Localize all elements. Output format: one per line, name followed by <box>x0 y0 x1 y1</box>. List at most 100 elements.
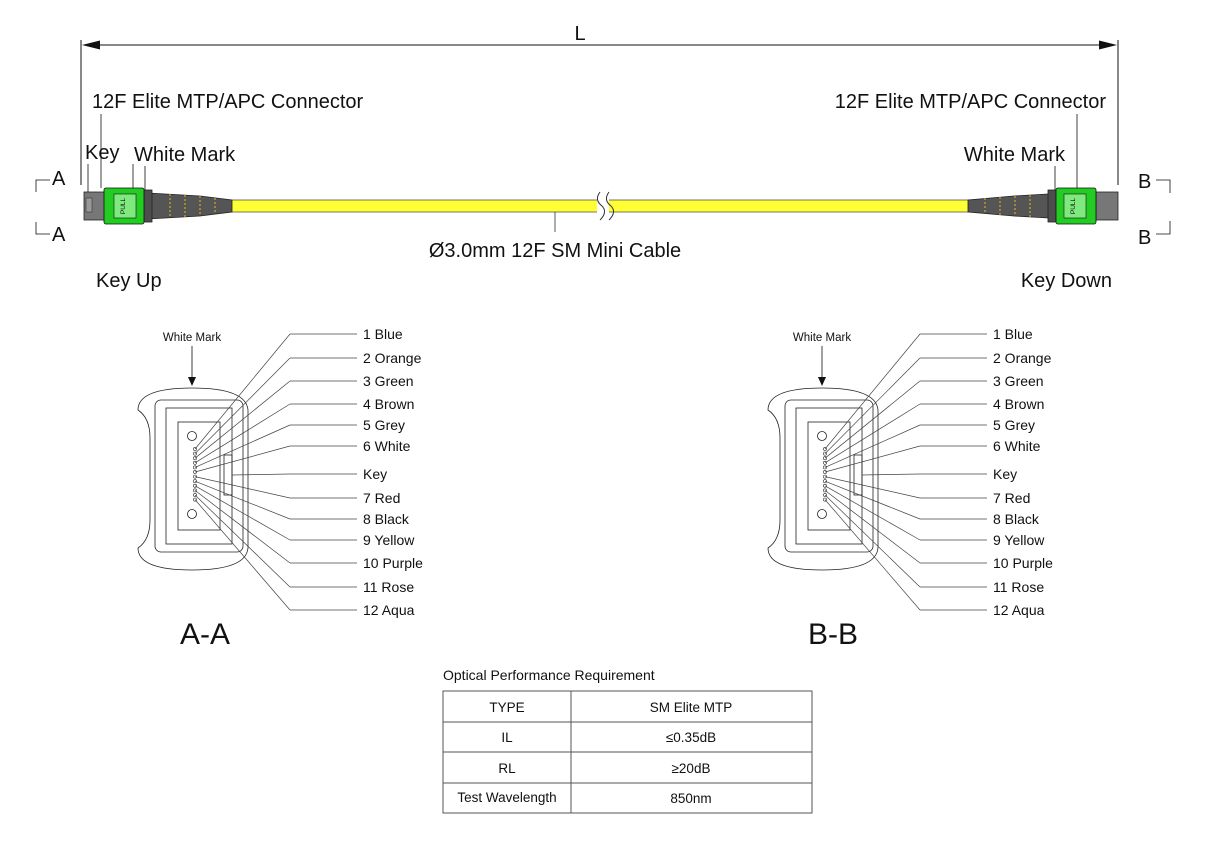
view-a-leader <box>194 333 291 450</box>
view-a-fiber-dot <box>193 451 197 456</box>
left-latch-text: PULL <box>120 197 127 214</box>
section-a-top: A <box>52 168 66 190</box>
performance-title: Optical Performance Requirement <box>443 667 655 683</box>
view-b-fiber-label: 3 Green <box>993 373 1044 389</box>
view-a-fiber-dot <box>193 497 197 502</box>
view-b-leader <box>824 445 921 473</box>
left-connector: PULL <box>83 114 233 225</box>
view-a-fiber-dot <box>193 447 197 451</box>
view-a-fiber-dot <box>193 465 197 470</box>
view-b-fiber-label: 12 Aqua <box>993 602 1045 618</box>
view-a-fiber-dot <box>193 493 197 497</box>
view-b-fiber-dot <box>823 497 827 502</box>
view-b-fiber-dot <box>823 493 827 497</box>
table-row-wavelength-param: Test Wavelength <box>457 790 556 805</box>
section-a-bottom: A <box>52 224 66 246</box>
cable: Ø3.0mm 12F SM Mini Cable <box>229 191 971 262</box>
view-a-fiber-dot <box>193 460 197 465</box>
view-a-fiber-label: 7 Red <box>363 490 400 506</box>
view-a-fiber-label: 12 Aqua <box>363 602 415 618</box>
view-b-fiber-label: Key <box>993 466 1017 482</box>
table-row-rl-value: ≥20dB <box>672 761 711 776</box>
length-dimension: L <box>80 23 1119 185</box>
view-b-fiber-label: 5 Grey <box>993 417 1035 433</box>
table-row-type-param: TYPE <box>489 700 524 715</box>
cable-label: Ø3.0mm 12F SM Mini Cable <box>429 240 681 262</box>
view-a-fiber-label: 4 Brown <box>363 396 414 412</box>
view-a-fiber-dot <box>193 483 197 488</box>
view-a-fiber-label: 10 Purple <box>363 555 423 571</box>
table-row-rl-param: RL <box>498 761 516 776</box>
view-a-fiber-label: Key <box>363 466 387 482</box>
view-a-leader <box>194 480 291 520</box>
view-b-fiber-label: 2 Orange <box>993 350 1052 366</box>
view-a-fiber-dot <box>193 474 197 479</box>
view-b-fiber-label: 1 Blue <box>993 326 1033 342</box>
view-a-fiber-label: 2 Orange <box>363 350 422 366</box>
table-row-il-value: ≤0.35dB <box>666 730 716 745</box>
view-b-fiber-dot <box>823 483 827 488</box>
view-a-fiber-dot <box>193 470 197 474</box>
right-connector: PULL <box>967 114 1119 225</box>
left-key-label: Key <box>85 142 119 164</box>
view-b-leader <box>861 473 921 476</box>
table-row-wavelength-value: 850nm <box>670 791 711 806</box>
view-a-leader <box>194 485 291 541</box>
view-b-leader <box>824 380 921 459</box>
right-white-mark-label: White Mark <box>964 144 1066 166</box>
view-b-fiber-dot <box>823 460 827 465</box>
view-b-fiber-label: 4 Brown <box>993 396 1044 412</box>
view-b-fiber-label: 11 Rose <box>993 579 1044 595</box>
view-b-fiber-dot <box>823 474 827 479</box>
section-marker-b: B B <box>1138 171 1171 249</box>
performance-table: Optical Performance Requirement TYPE SM … <box>442 667 813 814</box>
length-label: L <box>574 23 585 45</box>
section-b-top: B <box>1138 171 1151 193</box>
view-b-leader <box>824 480 921 520</box>
right-latch-text: PULL <box>1070 197 1077 214</box>
left-orientation-label: Key Up <box>96 270 162 292</box>
view-a-fiber-dot <box>193 479 197 484</box>
view-b-fiber-dot <box>823 470 827 474</box>
view-a-leader <box>194 380 291 459</box>
view-a-leader <box>194 494 291 588</box>
view-a-leader <box>194 445 291 473</box>
view-a-fiber-label: 8 Black <box>363 511 410 527</box>
view-a-fiber-label: 6 White <box>363 438 411 454</box>
view-b-leader <box>824 476 921 499</box>
view-b-fiber-label: 10 Purple <box>993 555 1053 571</box>
view-b-leader <box>824 357 921 454</box>
left-connector-label: 12F Elite MTP/APC Connector <box>92 91 364 113</box>
view-a-leader <box>194 499 291 611</box>
view-b-fiber-dot <box>823 479 827 484</box>
view-a-fiber-label: 9 Yellow <box>363 532 415 548</box>
view-a-leader <box>194 403 291 464</box>
view-a-fiber-label: 5 Grey <box>363 417 405 433</box>
view-a-leader <box>194 476 291 499</box>
view-a-leader <box>194 424 291 468</box>
view-b-fiber-dot <box>823 465 827 470</box>
view-b-leader <box>824 424 921 468</box>
section-b-bottom: B <box>1138 227 1151 249</box>
view-a-fiber-label: 11 Rose <box>363 579 414 595</box>
view-a-leader <box>194 357 291 454</box>
view-a-fiber-dot <box>193 456 197 461</box>
view-b-fiber-dot <box>823 488 827 493</box>
view-b-fiber-label: 8 Black <box>993 511 1040 527</box>
right-connector-label: 12F Elite MTP/APC Connector <box>835 91 1107 113</box>
view-a-title: A-A <box>180 618 230 651</box>
view-a-fiber-dot <box>193 488 197 493</box>
left-white-mark-label: White Mark <box>134 144 236 166</box>
section-view-b: White Mark B-B <box>767 332 987 651</box>
view-b-fiber-dot <box>823 447 827 451</box>
view-b-leader <box>824 490 921 564</box>
view-b-leader <box>824 403 921 464</box>
view-a-fiber-label: 1 Blue <box>363 326 403 342</box>
view-b-title: B-B <box>808 618 858 651</box>
view-a-fiber-labels: 1 Blue 2 Orange 3 Green 4 Brown 5 Grey 6 Whit… <box>363 326 423 618</box>
view-a-white-mark-label: White Mark <box>163 332 221 344</box>
view-a-fiber-label: 3 Green <box>363 373 414 389</box>
view-b-leader <box>824 333 921 450</box>
